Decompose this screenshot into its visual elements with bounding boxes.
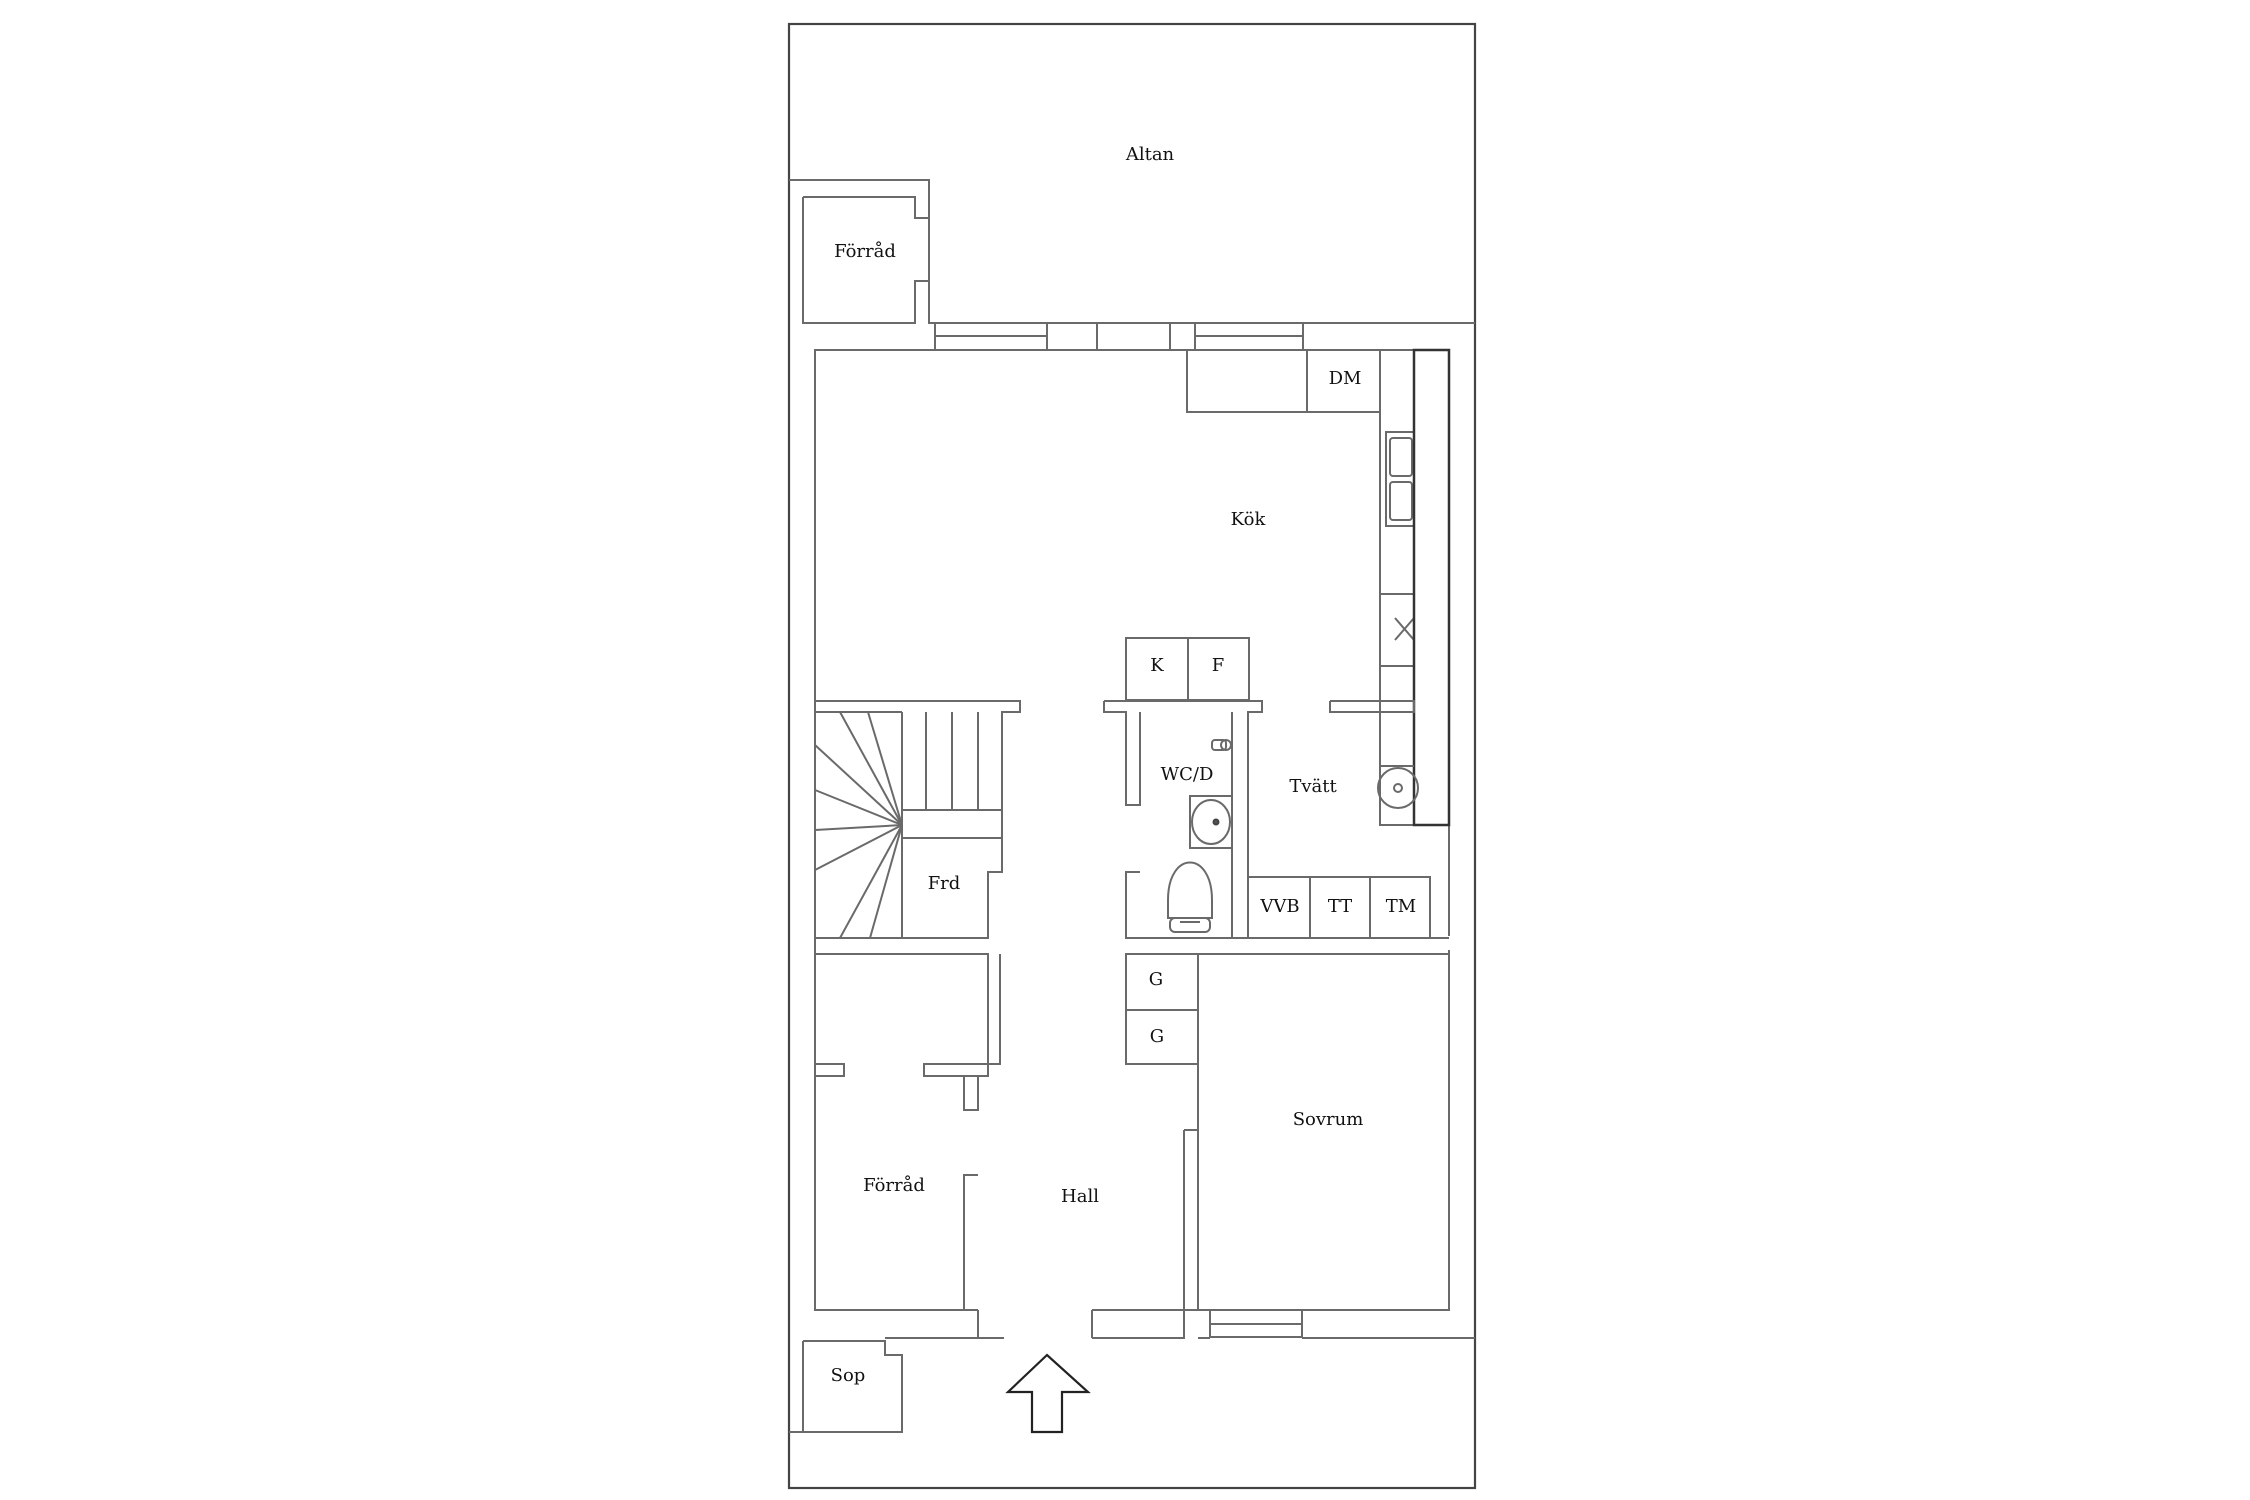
label-dm: DM	[1329, 368, 1362, 389]
house-outer-wall-bottom	[1092, 950, 1450, 1311]
label-altan: Altan	[1125, 144, 1175, 165]
storage-top-walls-2	[803, 196, 929, 219]
label-frd: Frd	[928, 873, 961, 894]
storage-top-walls	[802, 197, 929, 324]
kitchen-island-shelf	[1329, 700, 1415, 713]
property-boundary	[787, 22, 1477, 1490]
stove-icon	[1379, 593, 1415, 667]
wc-sink	[1189, 795, 1233, 849]
entrance-walls	[977, 1310, 1004, 1339]
label-g1: G	[1149, 969, 1163, 990]
label-kok: Kök	[1231, 509, 1267, 530]
label-hall: Hall	[1061, 1186, 1099, 1207]
toilet-icon	[1167, 861, 1213, 919]
label-forrad-top: Förråd	[834, 240, 896, 262]
label-k: K	[1150, 655, 1164, 676]
house-outer-wall	[814, 349, 960, 1311]
stairs-icon	[815, 700, 1021, 810]
arrow-up-icon	[1005, 1353, 1091, 1434]
garbage-shed	[802, 1340, 903, 1433]
hall-bedroom-wall	[1183, 1129, 1199, 1311]
dishwasher-cabinet	[1186, 349, 1308, 413]
label-tt: TT	[1328, 896, 1352, 917]
label-tm: TM	[1386, 896, 1416, 917]
label-vvb: VVB	[1259, 896, 1299, 917]
storage-bottom-walls	[815, 953, 1001, 1077]
wc-walls	[1104, 700, 1263, 939]
washbasin-icon	[1377, 767, 1419, 809]
label-sop: Sop	[831, 1365, 866, 1386]
label-g2: G	[1150, 1026, 1164, 1047]
kitchen-counter	[1379, 350, 1414, 826]
label-f: F	[1212, 655, 1225, 676]
label-forrad-bottom: Förråd	[863, 1174, 925, 1196]
wall-unit	[1412, 348, 1451, 827]
window-wall-stub	[1046, 322, 1098, 351]
label-sovrum: Sovrum	[1293, 1109, 1364, 1130]
label-tvatt: Tvätt	[1289, 776, 1337, 797]
label-wcd: WC/D	[1161, 764, 1214, 785]
